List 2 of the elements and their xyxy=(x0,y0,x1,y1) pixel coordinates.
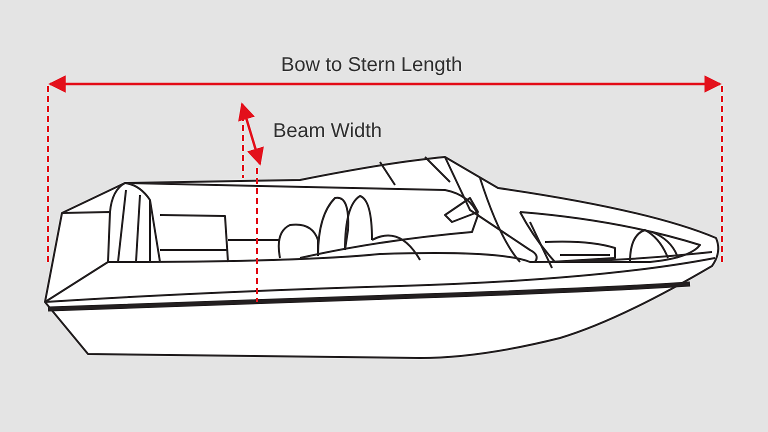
dimension-label: Beam Width xyxy=(273,121,382,141)
dimension-label: Bow to Stern Length xyxy=(281,55,462,75)
